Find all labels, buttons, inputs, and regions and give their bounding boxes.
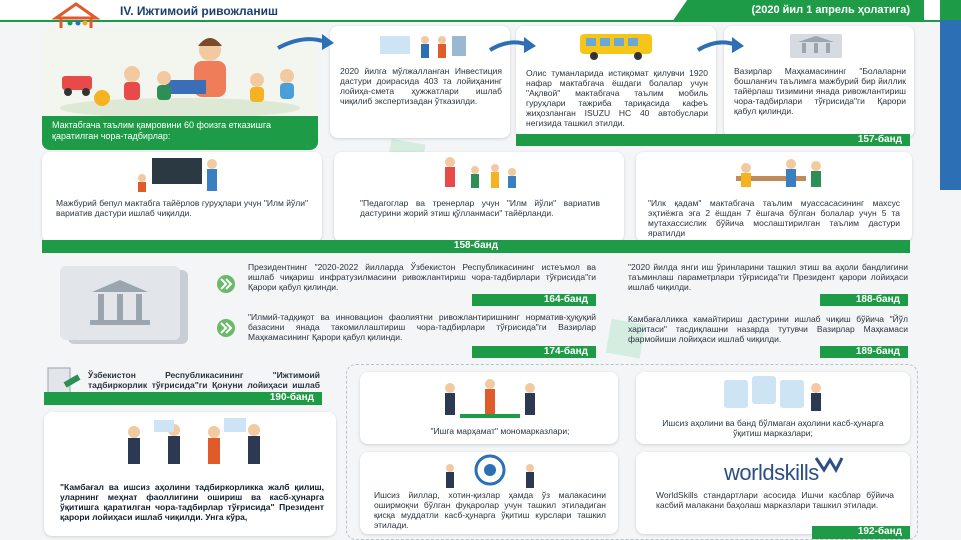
row1-card-bus: Олис туманларида истиқомат қилувчи 1920 … bbox=[516, 26, 716, 138]
row1-card-bus-text: Олис туманларида истиқомат қилувчи 1920 … bbox=[526, 68, 708, 128]
date-badge: (2020 йил 1 апрель ҳолатига) bbox=[672, 0, 924, 22]
band-164: 164-банд bbox=[472, 294, 596, 306]
kids-at-table-icon bbox=[736, 159, 821, 187]
profiles-icon bbox=[724, 376, 821, 411]
band-192: 192-банд bbox=[812, 526, 910, 539]
band-158: 158-банд bbox=[42, 240, 910, 253]
row3-infrastructure-text: Президентнинг "2020-2022 йилларда Ўзбеки… bbox=[248, 262, 596, 292]
center-ishga-marhamat-text: "Ишга марҳамат" моно­марказлари; bbox=[430, 426, 570, 436]
target-people-icon bbox=[446, 454, 534, 488]
right-edge-stripe-green bbox=[940, 0, 961, 20]
center-short-courses: Ишсиз йиллар, хотин-қизлар ҳамда ўз мала… bbox=[360, 452, 618, 534]
teacher-blackboard-icon bbox=[138, 158, 217, 192]
row2-card-ilm-yuli: Мажбурий бепул мактабга тайёрлов гуруҳла… bbox=[42, 152, 322, 242]
team-meeting-icon bbox=[380, 36, 466, 58]
row2-card-ilm-yuli-text: Мажбурий бепул мактабга тайёрлов гуруҳла… bbox=[56, 198, 308, 218]
band-189: 189-банд bbox=[820, 346, 908, 358]
row1-card-investment: 2020 йилга мўлжалланган Инвестиция дасту… bbox=[330, 26, 510, 138]
row2-card-guide-text: "Педагоглар ва тренерлар учун "Илм йўли"… bbox=[360, 198, 600, 218]
arrow-right-icon bbox=[696, 37, 744, 53]
bus-icon bbox=[580, 34, 652, 60]
page-title: IV. Ижтимоий ривожланиш bbox=[120, 4, 278, 18]
row3-research-text: "Илмий-тадқиқот ва инновацион фаолиятни … bbox=[248, 312, 596, 342]
arrow-right-icon bbox=[488, 37, 536, 53]
center-worldskills-text: WorldSkills стандартлари асосида Ишчи ка… bbox=[656, 490, 894, 510]
intro-band: Мактабгача таълим қамровини 60 фоизга ет… bbox=[42, 116, 318, 150]
row4-poverty-text: "Камбағал ва ишсиз аҳолини тадбиркорликк… bbox=[60, 482, 324, 522]
right-edge-stripe bbox=[940, 0, 961, 190]
center-training-text: Ишсиз аҳолини ва банд бўлмаган аҳолини к… bbox=[662, 418, 884, 438]
center-short-courses-text: Ишсиз йиллар, хотин-қизлар ҳамда ўз мала… bbox=[374, 490, 606, 530]
row4-poverty-card: "Камбағал ва ишсиз аҳолини тадбиркорликк… bbox=[44, 412, 336, 536]
center-ishga-marhamat: "Ишга марҳамат" моно­марказлари; bbox=[360, 372, 618, 444]
row3-jobs-text: "2020 йилда янги иш ўринларини ташкил эт… bbox=[628, 262, 908, 292]
double-chevron-icon bbox=[217, 275, 235, 293]
job-seekers-icon bbox=[445, 379, 535, 418]
business-people-icon bbox=[128, 418, 260, 464]
date-badge-label: (2020 йил 1 апрель ҳолатига) bbox=[751, 4, 910, 16]
row2-card-ilk-qadam-text: "Илк қадам" мактабгача таълим муассасаси… bbox=[648, 198, 900, 238]
row2-card-ilk-qadam: "Илк қадам" мактабгача таълим муассасаси… bbox=[636, 152, 912, 242]
government-building-icon bbox=[790, 34, 842, 58]
document-building-icon bbox=[56, 262, 196, 350]
center-worldskills: worldskills WorldSkills стандартлари асо… bbox=[636, 452, 910, 534]
center-training: Ишсиз аҳолини ва банд бўлмаган аҳолини к… bbox=[636, 372, 910, 444]
arrow-right-icon bbox=[277, 34, 334, 50]
children-group-icon bbox=[445, 157, 516, 188]
band-174: 174-банд bbox=[472, 346, 596, 358]
row1-card-investment-text: 2020 йилга мўлжалланган Инвестиция дасту… bbox=[340, 66, 502, 106]
row1-card-decree-text: Вазирлар Маҳкамасининг "Болаларни бошлан… bbox=[734, 66, 906, 116]
band-190: 190-банд bbox=[44, 392, 322, 405]
kindergarten-illustration bbox=[42, 28, 318, 118]
worldskills-swoosh-icon bbox=[814, 457, 844, 474]
worldskills-logo: worldskills bbox=[724, 460, 819, 485]
band-157: 157-банд bbox=[516, 134, 910, 146]
row2-card-guide: "Педагоглар ва тренерлар учун "Илм йўли"… bbox=[334, 152, 624, 242]
double-chevron-icon bbox=[217, 319, 235, 337]
band-188: 188-банд bbox=[820, 294, 908, 306]
row1-card-decree: Вазирлар Маҳкамасининг "Болаларни бошлан… bbox=[724, 26, 914, 138]
row3-roadmap-text: Камбағалликка камайтириш дастурини ишлаб… bbox=[628, 314, 908, 344]
intro-text: Мактабгача таълим қамровини 60 фоизга ет… bbox=[52, 120, 271, 141]
